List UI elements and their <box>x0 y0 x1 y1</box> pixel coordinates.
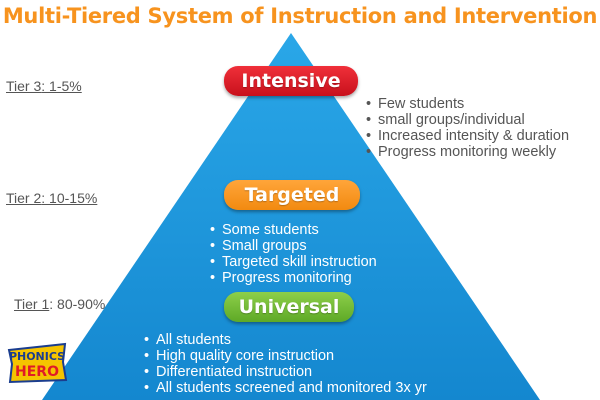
tier-1-bullet: High quality core instruction <box>144 348 427 364</box>
phonics-hero-logo: PHONICS HERO <box>7 342 68 384</box>
tier-2-bullet: Small groups <box>210 238 377 254</box>
targeted-pill: Targeted <box>224 180 360 210</box>
logo-line-2: HERO <box>15 364 59 380</box>
tier-3-bullet: Progress monitoring weekly <box>366 144 569 160</box>
tier-3-label: Tier 3: 1-5% <box>6 78 82 94</box>
tier-2-bullet: Progress monitoring <box>210 270 377 286</box>
tier-3-bullet: Few students <box>366 96 569 112</box>
tier-1-label: Tier 1: 80-90% <box>14 296 106 312</box>
tier-3-bullet: small groups/individual <box>366 112 569 128</box>
pyramid-shape <box>42 33 540 400</box>
logo-line-1: PHONICS <box>9 350 65 363</box>
diagram-title: Multi-Tiered System of Instruction and I… <box>2 4 598 28</box>
tier-3-bullets: Few students small groups/individual Inc… <box>366 96 569 160</box>
tier-1-bullet: Differentiated instruction <box>144 364 427 380</box>
tier-2-bullet: Some students <box>210 222 377 238</box>
tier-2-label: Tier 2: 10-15% <box>6 190 98 206</box>
universal-pill: Universal <box>224 292 354 322</box>
tier-3-bullet: Increased intensity & duration <box>366 128 569 144</box>
tier-1-bullet: All students screened and monitored 3x y… <box>144 380 427 396</box>
tier-1-bullets: All students High quality core instructi… <box>144 332 427 396</box>
tier-2-bullets: Some students Small groups Targeted skil… <box>210 222 377 286</box>
tier-1-bullet: All students <box>144 332 427 348</box>
intensive-pill: Intensive <box>224 66 358 96</box>
tier-2-bullet: Targeted skill instruction <box>210 254 377 270</box>
